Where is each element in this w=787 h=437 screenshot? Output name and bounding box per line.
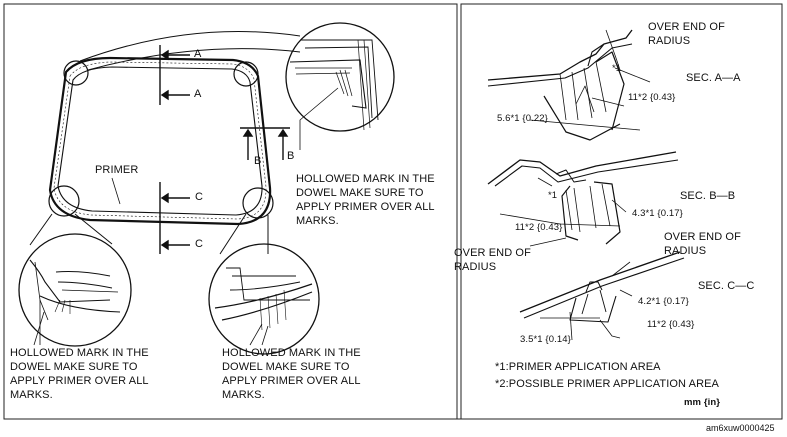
section-b-dim-possible: 11*2 {0.43}	[515, 222, 563, 233]
section-mark-c-bottom: C	[195, 238, 203, 250]
section-b-title: SEC. B—B	[680, 190, 736, 202]
hollowed-mark-note-right: HOLLOWED MARK IN THE DOWEL MAKE SURE TO …	[222, 347, 361, 401]
over-end-note-a: OVER END OF RADIUS	[648, 21, 725, 47]
corner-circle-top-right	[233, 61, 259, 87]
section-c-drawing	[519, 251, 685, 341]
hollowed-mark-note-top: HOLLOWED MARK IN THE DOWEL MAKE SURE TO …	[296, 173, 435, 227]
legend-note-2: *2:POSSIBLE PRIMER APPLICATION AREA	[495, 378, 719, 390]
section-mark-b-left: B	[254, 155, 262, 167]
section-b-dim-width: 4.3*1 {0.17}	[632, 208, 683, 219]
section-c-title: SEC. C—C	[698, 280, 755, 292]
magnifier-bottom-right	[208, 243, 320, 355]
corner-circle-bottom-right	[242, 187, 274, 219]
over-end-note-b: OVER END OF RADIUS	[454, 247, 531, 273]
section-mark-b-right: B	[287, 150, 295, 162]
section-mark-c-top: C	[195, 191, 203, 203]
magnifier-text-leaders	[33, 87, 339, 346]
leader-lines-bottom	[29, 213, 269, 255]
leader-top	[79, 31, 301, 71]
units-label: mm {in}	[684, 397, 721, 408]
section-mark-a-bottom: A	[194, 88, 202, 100]
section-a-drawing	[487, 29, 651, 141]
corner-circle-bottom-left	[48, 185, 80, 217]
section-c-dim-possible: 11*2 {0.43}	[647, 319, 695, 330]
figure-id: am6xuw0000425	[706, 423, 775, 433]
section-c-dim-primer: 4.2*1 {0.17}	[638, 296, 689, 307]
section-a-title: SEC. A—A	[686, 72, 741, 84]
section-b-drawing	[487, 151, 679, 247]
section-cuts	[159, 45, 290, 254]
section-mark-a-top: A	[194, 48, 202, 60]
primer-leader	[111, 177, 121, 205]
section-a-dim-width: 5.6*1 {0.22}	[497, 113, 548, 124]
section-b-dim-primer: *1	[548, 190, 558, 201]
over-end-note-c: OVER END OF RADIUS	[664, 231, 741, 257]
primer-label: PRIMER	[95, 164, 139, 176]
magnifier-bottom-left	[18, 233, 132, 347]
section-c-dim-width: 3.5*1 {0.14}	[520, 334, 571, 345]
right-panel-frame	[460, 3, 783, 420]
legend-note-1: *1:PRIMER APPLICATION AREA	[495, 361, 661, 373]
section-a-dim-primer: *1	[612, 63, 622, 74]
corner-circle-top-left	[63, 60, 89, 86]
hollowed-mark-note-left: HOLLOWED MARK IN THE DOWEL MAKE SURE TO …	[10, 347, 149, 401]
magnifier-top	[285, 22, 395, 132]
section-a-dim-possible: 11*2 {0.43}	[628, 92, 676, 103]
